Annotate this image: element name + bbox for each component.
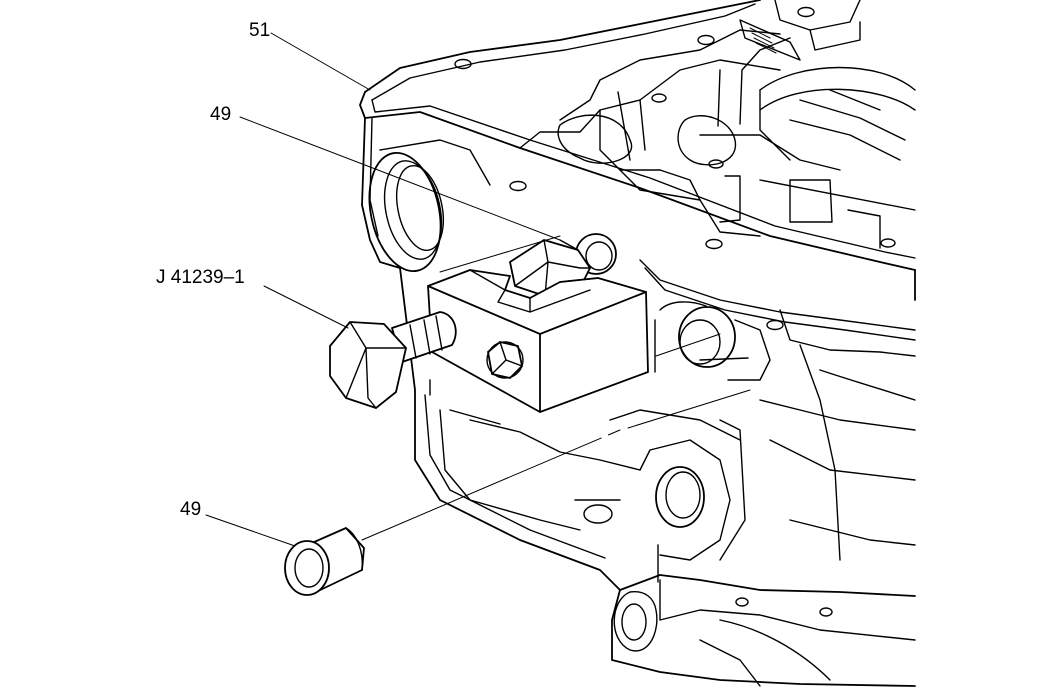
j41239-1-plug-removal-tool [329, 239, 649, 413]
removed-plug [284, 527, 365, 596]
callout-49-installed-plug: 49 [210, 104, 231, 125]
callout-j41239-1-tool: J 41239–1 [156, 267, 245, 288]
leader-lines [205, 32, 751, 547]
transmission-case [359, 0, 916, 687]
callout-51-transmission-case: 51 [249, 20, 270, 41]
callout-49-removed-plug: 49 [180, 499, 201, 520]
